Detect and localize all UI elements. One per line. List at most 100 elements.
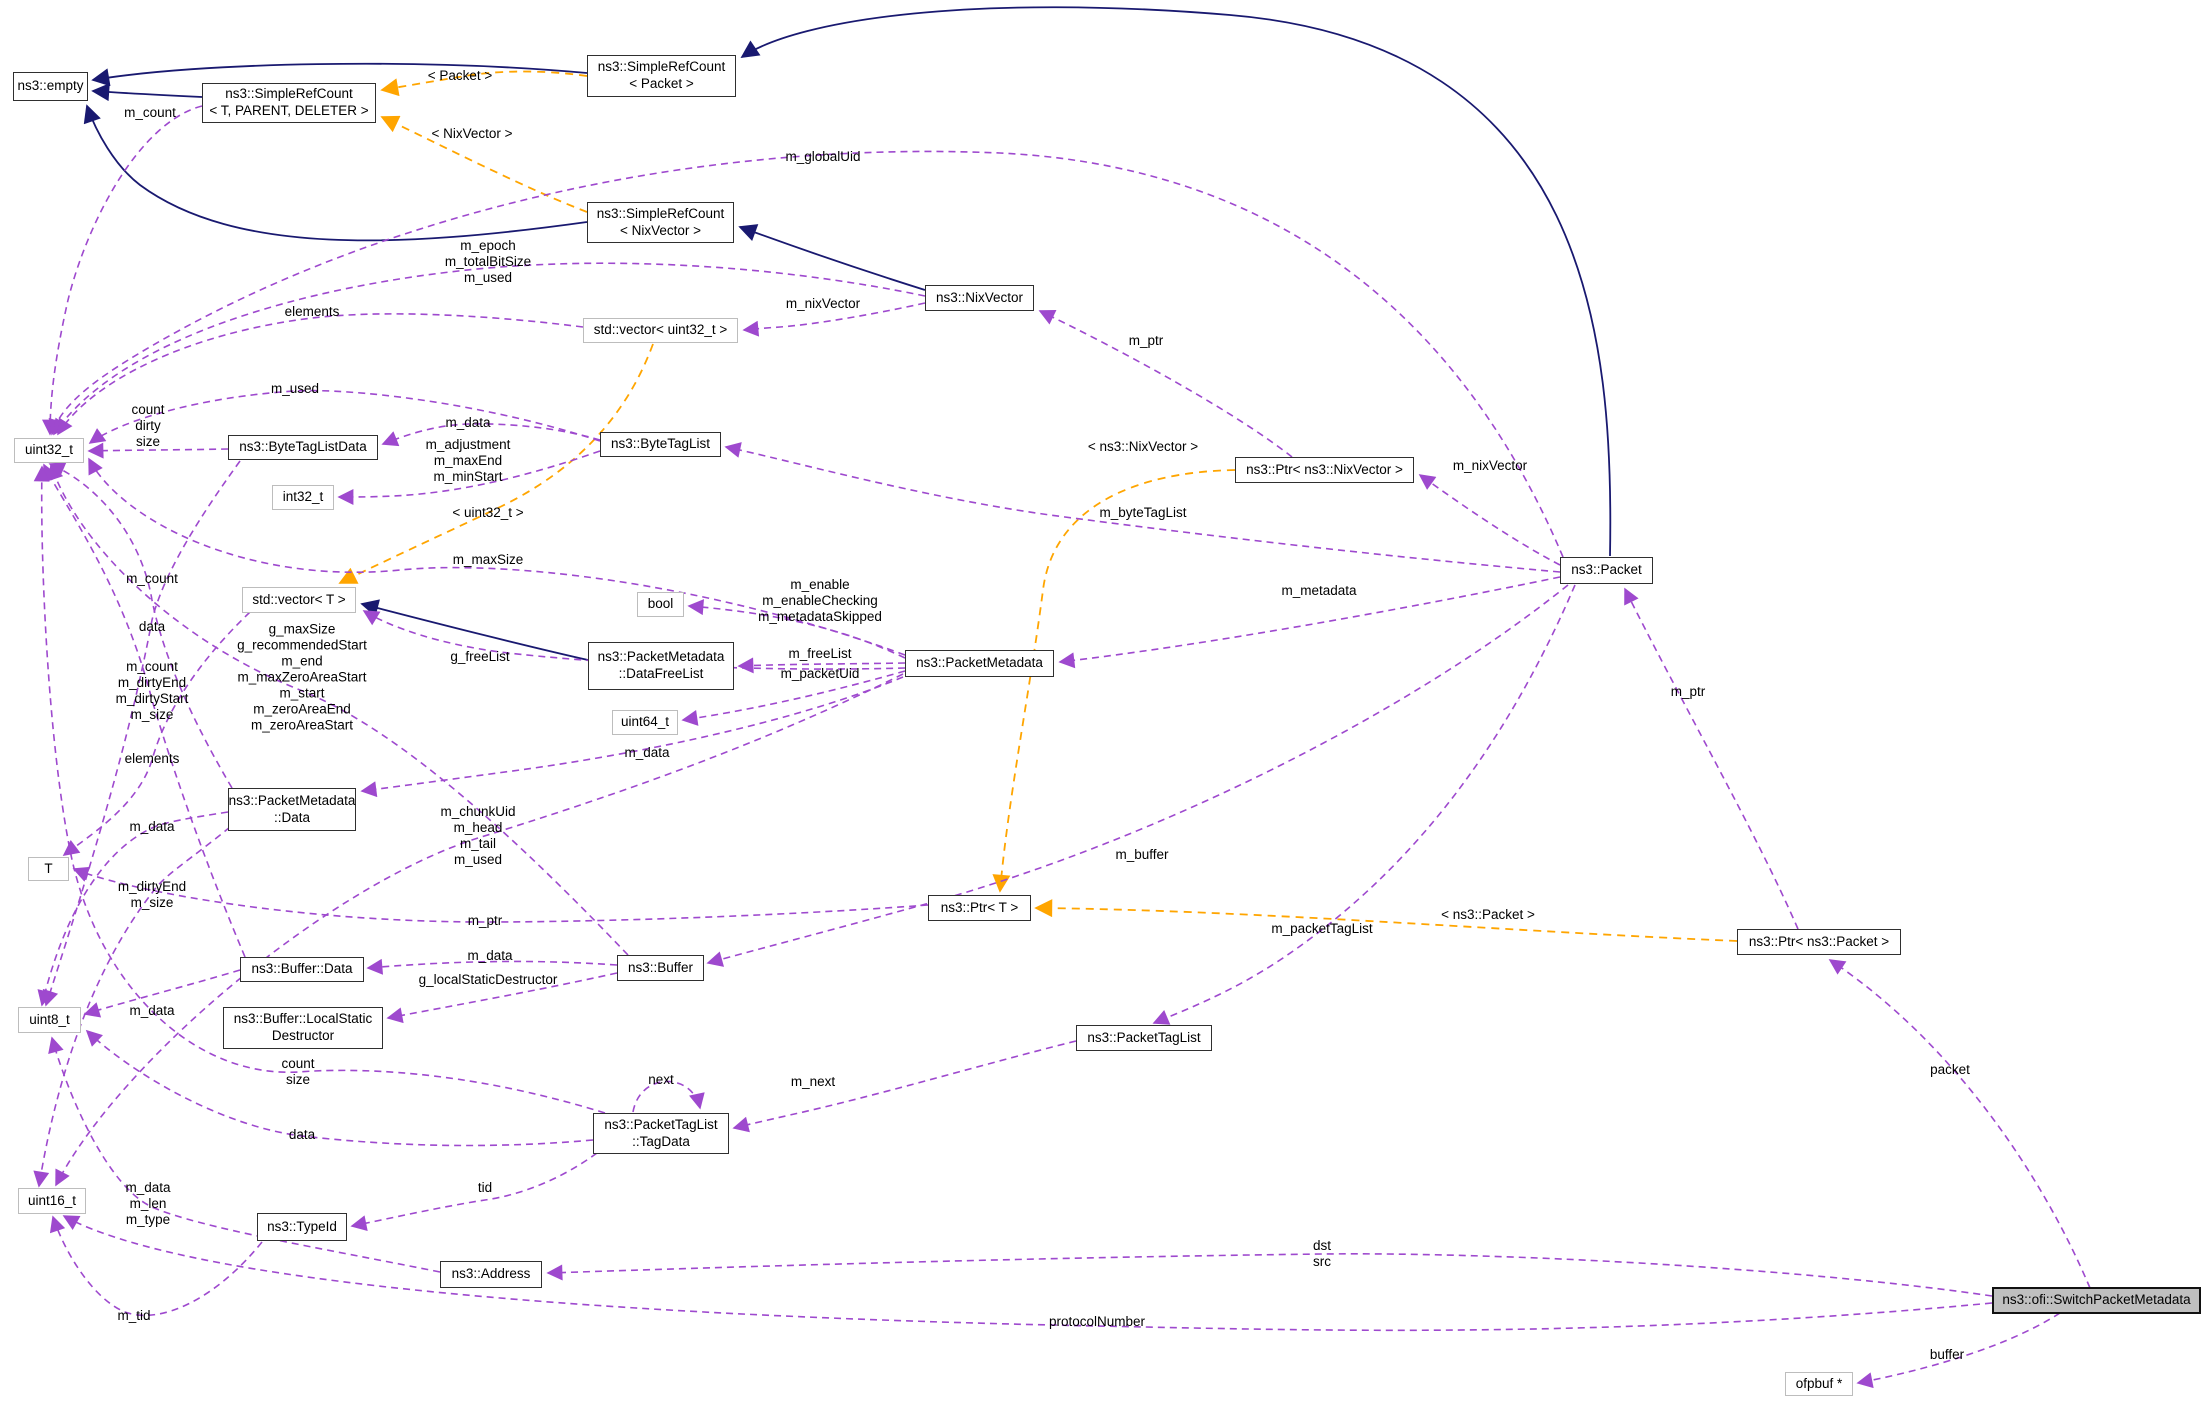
node-bytetaglist[interactable]: ns3::ByteTagList bbox=[600, 432, 721, 457]
node-bool: bool bbox=[637, 592, 684, 617]
edge-label-elements-top: elements bbox=[284, 304, 340, 320]
node-packetmetadata-datafreelist[interactable]: ns3::PacketMetadata ::DataFreeList bbox=[588, 642, 734, 690]
node-buffer[interactable]: ns3::Buffer bbox=[617, 955, 704, 981]
node-ns3-empty[interactable]: ns3::empty bbox=[13, 72, 88, 101]
edge-label-m-next: m_next bbox=[790, 1074, 836, 1090]
edge-label-data-low: data bbox=[288, 1127, 316, 1143]
edge-label-m-count-top: m_count bbox=[124, 105, 176, 121]
node-packet[interactable]: ns3::Packet bbox=[1560, 557, 1653, 584]
node-packetmetadata[interactable]: ns3::PacketMetadata bbox=[905, 650, 1054, 677]
edge-label-m-epoch-block: m_epoch m_totalBitSize m_used bbox=[444, 238, 532, 285]
edge-label-count-dirty-size: count dirty size bbox=[131, 402, 165, 449]
edge-label-m-buffer: m_buffer bbox=[1115, 847, 1169, 863]
edge-m-count-mid bbox=[48, 462, 233, 789]
edge-m-buffer bbox=[706, 584, 1569, 967]
edge-m-ptr-right bbox=[1624, 587, 1799, 930]
node-uint32-t: uint32_t bbox=[14, 438, 84, 463]
edge-label-data-mid: data bbox=[138, 619, 166, 635]
edge-m-nixvector-right bbox=[1418, 474, 1561, 566]
node-ptr-packet[interactable]: ns3::Ptr< ns3::Packet > bbox=[1737, 929, 1901, 955]
edge-label-m-maxsize: m_maxSize bbox=[452, 552, 524, 568]
edge-label-m-nixvector-top: m_nixVector bbox=[785, 296, 861, 312]
edge-m-epoch bbox=[53, 262, 926, 436]
edge-label-m-data-btld: m_data bbox=[445, 415, 491, 431]
edge-next-self bbox=[632, 1080, 705, 1113]
edge-ptrnix-ptrt bbox=[992, 469, 1236, 893]
edge-label-template-ns3packet: < ns3::Packet > bbox=[1441, 907, 1535, 923]
edge-m-metadata bbox=[1058, 576, 1561, 669]
edge-label-m-enable-block: m_enable m_enableChecking m_metadataSkip… bbox=[758, 577, 882, 624]
edge-label-packet: packet bbox=[1930, 1062, 1970, 1078]
edge-label-tid: tid bbox=[477, 1180, 493, 1196]
edge-g-maxsize bbox=[47, 463, 629, 956]
node-std-vector-uint32: std::vector< uint32_t > bbox=[583, 318, 738, 343]
node-buffer-localstatic-destructor[interactable]: ns3::Buffer::LocalStatic Destructor bbox=[223, 1007, 383, 1049]
edge-m-bytetaglist bbox=[724, 442, 1561, 573]
edge-m-chunkuid bbox=[55, 673, 904, 1187]
edge-data-low bbox=[85, 1029, 594, 1147]
edge-vecu32-vect bbox=[338, 343, 654, 584]
node-address[interactable]: ns3::Address bbox=[440, 1261, 542, 1288]
edge-dfl-vect bbox=[360, 599, 589, 661]
edge-srctpd-empty bbox=[91, 83, 203, 102]
edge-label-m-packetuid: m_packetUid bbox=[780, 666, 860, 682]
edge-m-maxsize bbox=[88, 457, 906, 656]
node-packettaglist[interactable]: ns3::PacketTagList bbox=[1076, 1025, 1212, 1051]
edge-ptrpacket-ptrt bbox=[1034, 899, 1738, 942]
edge-elements-top bbox=[57, 313, 584, 436]
node-ptr-t[interactable]: ns3::Ptr< T > bbox=[928, 895, 1031, 921]
edge-label-m-data-pmd: m_data bbox=[129, 819, 175, 835]
edge-label-template-nixvector: < NixVector > bbox=[431, 126, 513, 142]
edge-m-used bbox=[88, 389, 601, 444]
edge-count-size bbox=[33, 465, 606, 1114]
node-nixvector[interactable]: ns3::NixVector bbox=[925, 285, 1034, 311]
edge-m-next bbox=[732, 1040, 1077, 1133]
node-simplerefcount-nixvector[interactable]: ns3::SimpleRefCount < NixVector > bbox=[587, 202, 734, 243]
edge-label-m-globaluid: m_globalUid bbox=[785, 149, 861, 165]
edge-label-template-ns3nixvector: < ns3::NixVector > bbox=[1087, 439, 1199, 455]
edge-label-m-ptr-right: m_ptr bbox=[1670, 684, 1706, 700]
edge-label-g-maxsize-block: g_maxSize g_recommendedStart m_end m_max… bbox=[237, 621, 367, 732]
node-packetmetadata-data[interactable]: ns3::PacketMetadata ::Data bbox=[228, 788, 356, 831]
edge-m-packettaglist bbox=[1152, 584, 1576, 1025]
node-simplerefcount-tpd[interactable]: ns3::SimpleRefCount < T, PARENT, DELETER… bbox=[202, 83, 376, 123]
node-ofi-switchpacketmetadata[interactable]: ns3::ofi::SwitchPacketMetadata bbox=[1992, 1287, 2201, 1314]
edge-count-dirty-size bbox=[87, 442, 229, 459]
edge-g-freelist bbox=[362, 610, 906, 670]
edge-label-m-metadata: m_metadata bbox=[1281, 583, 1357, 599]
edge-srcnix-empty bbox=[83, 104, 588, 242]
node-typeid[interactable]: ns3::TypeId bbox=[257, 1213, 347, 1241]
edge-m-ptr-nix bbox=[1038, 310, 1293, 458]
node-ptr-nixvector[interactable]: ns3::Ptr< ns3::NixVector > bbox=[1235, 457, 1414, 483]
node-buffer-data[interactable]: ns3::Buffer::Data bbox=[240, 957, 364, 982]
edge-label-m-ptr-nix: m_ptr bbox=[1128, 333, 1164, 349]
edge-dst-src bbox=[546, 1253, 1993, 1297]
edge-label-m-ptr-left: m_ptr bbox=[467, 913, 503, 929]
edge-packet-srcpacket bbox=[740, 6, 1612, 557]
edge-label-protocolnumber: protocolNumber bbox=[1048, 1314, 1146, 1330]
node-uint8-t: uint8_t bbox=[18, 1007, 81, 1033]
edge-label-g-freelist: g_freeList bbox=[450, 649, 510, 665]
edge-label-m-nixvector-right: m_nixVector bbox=[1452, 458, 1528, 474]
node-bytetaglistdata[interactable]: ns3::ByteTagListData bbox=[228, 435, 378, 460]
edge-m-adjust bbox=[337, 450, 601, 505]
node-t: T bbox=[28, 857, 69, 881]
edge-label-dst-src: dst src bbox=[1312, 1238, 1332, 1269]
edge-data-mid bbox=[42, 460, 241, 1007]
edge-m-packetuid bbox=[681, 670, 906, 726]
node-packettaglist-tagdata[interactable]: ns3::PacketTagList ::TagData bbox=[593, 1113, 729, 1154]
edge-label-m-adjust-block: m_adjustment m_maxEnd m_minStart bbox=[425, 437, 511, 484]
edge-m-data-btld bbox=[381, 423, 601, 447]
edge-label-next: next bbox=[648, 1072, 674, 1088]
edge-label-m-packettaglist: m_packetTagList bbox=[1271, 921, 1373, 937]
edge-label-m-freelist: m_freeList bbox=[788, 646, 852, 662]
edge-m-dirty-blk bbox=[33, 826, 231, 1188]
edge-srcpacket-empty bbox=[91, 62, 588, 87]
edge-m-data-pmd bbox=[37, 811, 229, 1007]
edge-m-data-addr bbox=[48, 1036, 441, 1273]
node-int32-t: int32_t bbox=[272, 485, 334, 510]
edge-m-count-blk bbox=[43, 463, 246, 958]
edge-protocolnumber bbox=[62, 1215, 1993, 1332]
node-simplerefcount-packet[interactable]: ns3::SimpleRefCount < Packet > bbox=[587, 55, 736, 97]
